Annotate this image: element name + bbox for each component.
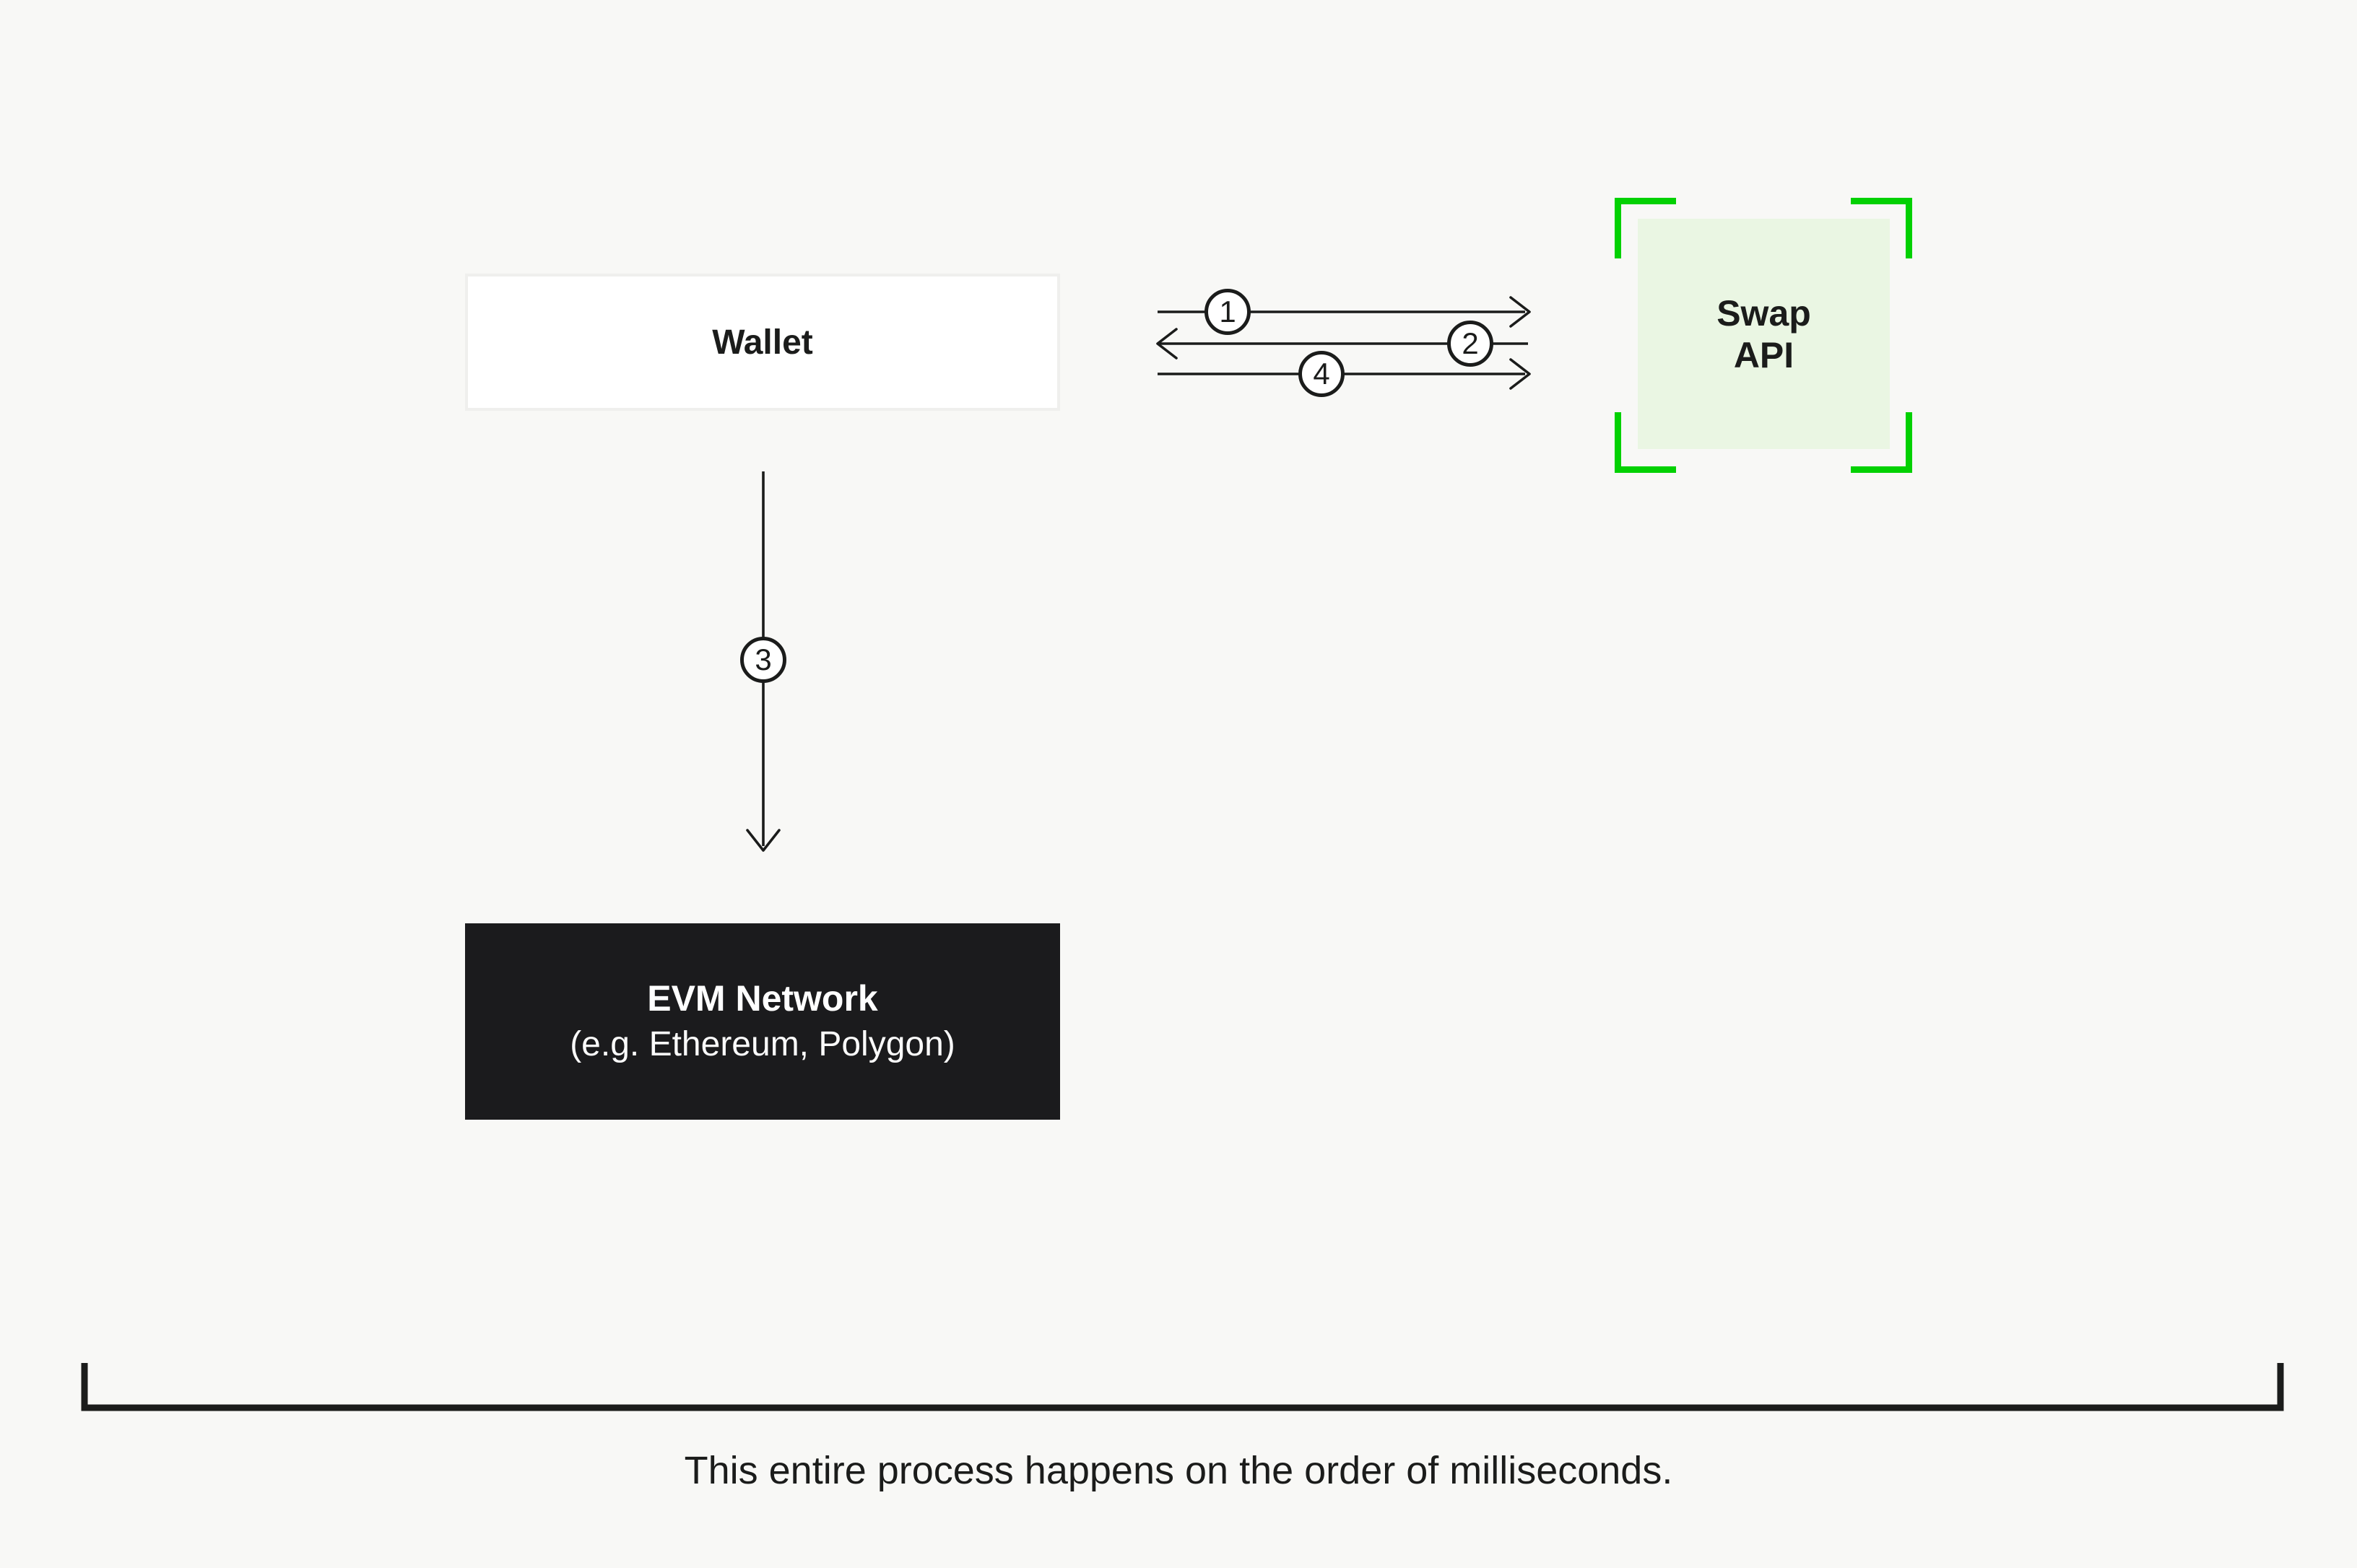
wallet-label: Wallet — [712, 323, 813, 362]
step-badge-2-number: 2 — [1462, 326, 1479, 360]
step-badge-2: 2 — [1447, 321, 1493, 367]
timing-caption: This entire process happens on the order… — [684, 1449, 1673, 1492]
step-badge-3-number: 3 — [755, 643, 772, 676]
swap-api-label-line1: Swap — [1716, 292, 1811, 334]
swap-api-box: Swap API — [1638, 219, 1890, 449]
bracket-corner-top-right-icon — [1851, 198, 1912, 258]
wallet-node: Wallet — [465, 274, 1060, 411]
timing-bracket — [81, 1363, 2284, 1411]
swap-api-label-line2: API — [1733, 334, 1794, 375]
bracket-corner-bottom-right-icon — [1851, 412, 1912, 473]
bracket-corner-top-left-icon — [1615, 198, 1676, 258]
bracket-corner-bottom-left-icon — [1615, 412, 1676, 473]
evm-network-title: EVM Network — [647, 978, 878, 1019]
step-badge-1: 1 — [1204, 289, 1251, 335]
step-badge-4-number: 4 — [1313, 357, 1330, 391]
evm-network-subtitle: (e.g. Ethereum, Polygon) — [570, 1025, 955, 1063]
step-badge-3: 3 — [740, 637, 786, 683]
swap-api-node: Swap API — [1615, 198, 1912, 473]
evm-network-node: EVM Network (e.g. Ethereum, Polygon) — [465, 923, 1060, 1120]
step-badge-1-number: 1 — [1219, 295, 1236, 328]
step-badge-4: 4 — [1298, 351, 1345, 397]
